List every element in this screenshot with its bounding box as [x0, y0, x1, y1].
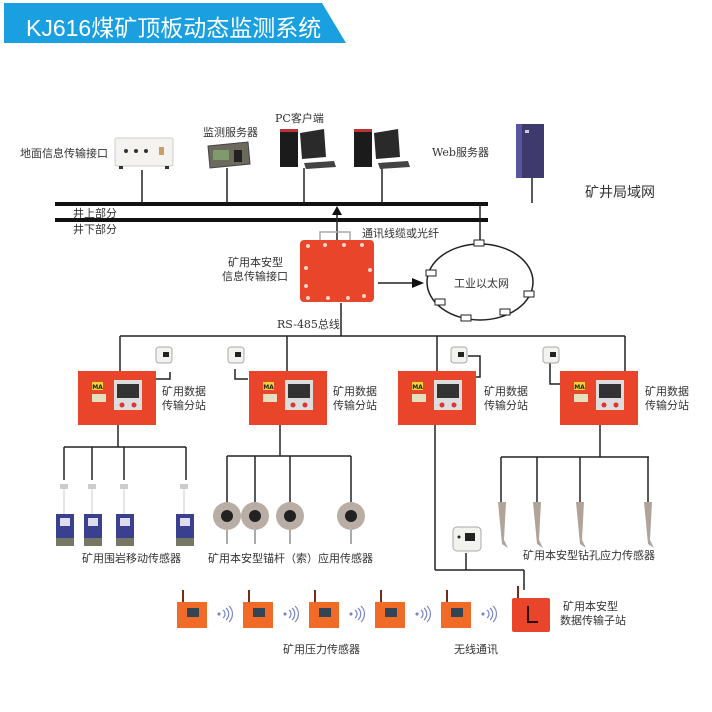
borehole-stress-label: 矿用本安型钻孔应力传感器	[523, 549, 655, 562]
ring-node	[425, 269, 437, 277]
pc-client-icon-2	[354, 129, 410, 169]
page-title: KJ616煤矿顶板动态监测系统	[26, 15, 322, 41]
monitor-server-label: 监测服务器	[203, 126, 258, 139]
anchor-sensor	[213, 502, 241, 544]
to-ethernet-arrow-head	[412, 278, 424, 288]
pressure-sensor	[309, 590, 339, 628]
web-server-label: Web服务器	[432, 146, 489, 159]
substation-icon: MA	[398, 371, 476, 425]
industrial-ethernet-label: 工业以太网	[454, 277, 509, 290]
uplink-arrow-head	[332, 206, 342, 215]
pressure-sensor	[441, 590, 471, 628]
psu-link-2	[234, 369, 248, 380]
psu-link-1	[156, 372, 171, 380]
power-box-icon-4	[542, 346, 560, 364]
borehole-stress-sensors	[498, 502, 654, 548]
ring-node	[473, 239, 485, 247]
rock-sensor	[176, 484, 194, 546]
wireless-signal-icon	[349, 605, 365, 623]
anchor-bolt-sensors	[213, 502, 365, 544]
mine-lan-label: 矿井局域网	[585, 185, 655, 201]
rs485-label: RS-485总线	[277, 318, 340, 331]
ring-nodes	[425, 239, 535, 322]
pc-client-icon-1	[280, 129, 336, 169]
wireless-label: 无线通讯	[454, 643, 498, 656]
data-substation-label-1: 矿用本安型	[563, 600, 618, 613]
data-substation-icon	[512, 586, 550, 632]
pressure-sensor	[243, 590, 273, 628]
pc-client-label: PC客户端	[275, 112, 324, 125]
rock-sensor	[84, 484, 102, 546]
pressure-sensor-chain	[177, 590, 497, 628]
boundary-line	[55, 218, 488, 222]
substation-2-label-2: 传输分站	[333, 399, 377, 412]
pressure-sensor-label: 矿用压力传感器	[283, 643, 360, 656]
substation-icon: MA	[78, 371, 156, 425]
ground-interface-icon	[114, 137, 174, 169]
substation-1-label-1: 矿用数据	[162, 385, 206, 398]
intrinsic-interface-icon	[300, 231, 374, 302]
anchor-sensor	[241, 502, 269, 544]
wireless-signal-icon	[283, 605, 299, 623]
wireless-signal-icon	[415, 605, 431, 623]
borehole-sensor	[533, 502, 543, 548]
rock-movement-sensors	[56, 484, 194, 546]
data-substation-label-2: 数据传输子站	[560, 614, 626, 627]
ring-node	[499, 308, 511, 316]
pressure-sensor	[177, 590, 207, 628]
power-box-icon-2	[227, 346, 245, 364]
pressure-sensor	[375, 590, 405, 628]
ma-badge: MA	[263, 384, 274, 391]
banner-shape	[4, 3, 346, 43]
psu-link-4	[549, 363, 560, 385]
borehole-sensor	[498, 502, 508, 548]
anchor-sensor	[276, 502, 304, 544]
wireless-signals	[217, 605, 497, 623]
comm-cable-label: 通讯线缆或光纤	[362, 227, 439, 240]
below-ground-label: 井下部分	[73, 223, 117, 236]
anchor-sensor	[337, 502, 365, 544]
above-ground-label: 井上部分	[73, 207, 117, 220]
substation-3-label-1: 矿用数据	[484, 385, 528, 398]
power-box-icon-3	[450, 346, 468, 364]
substation-icon: MA	[249, 371, 327, 425]
monitor-server-icon	[207, 141, 251, 169]
substation-4-label-1: 矿用数据	[645, 385, 689, 398]
ring-node	[523, 290, 535, 298]
title-banner: KJ616煤矿顶板动态监测系统	[4, 3, 346, 43]
rock-sensor	[56, 484, 74, 546]
borehole-sensor	[576, 502, 586, 548]
wireless-signal-icon	[481, 605, 497, 623]
substation-2: MA	[248, 370, 328, 426]
ma-badge: MA	[92, 384, 103, 391]
ring-node	[434, 298, 446, 306]
rock-sensor	[116, 484, 134, 546]
power-box-icon-1	[155, 346, 173, 364]
ma-badge: MA	[574, 384, 585, 391]
web-server-icon	[516, 124, 544, 178]
substation-1-label-2: 传输分站	[162, 399, 206, 412]
borehole-sensor	[644, 502, 654, 548]
lan-bus-line	[55, 202, 488, 206]
substation-3-label-2: 传输分站	[484, 399, 528, 412]
ring-node	[460, 314, 472, 322]
intrinsic-interface-label-1: 矿用本安型	[228, 256, 283, 269]
rock-movement-label: 矿用围岩移动传感器	[82, 552, 181, 565]
power-box-icon-5	[452, 526, 482, 552]
substation-2-label-1: 矿用数据	[333, 385, 377, 398]
substation-4-label-2: 传输分站	[645, 399, 689, 412]
substation-1: MA	[77, 370, 157, 426]
substation-4: MA	[559, 370, 639, 426]
anchor-bolt-label: 矿用本安型锚杆（索）应用传感器	[208, 552, 373, 565]
substation-icon: MA	[560, 371, 638, 425]
substation-3: MA	[397, 370, 477, 426]
ma-badge: MA	[412, 384, 423, 391]
intrinsic-interface-label-2: 信息传输接口	[222, 270, 288, 283]
ground-interface-label: 地面信息传输接口	[20, 147, 108, 160]
wireless-signal-icon	[217, 605, 233, 623]
